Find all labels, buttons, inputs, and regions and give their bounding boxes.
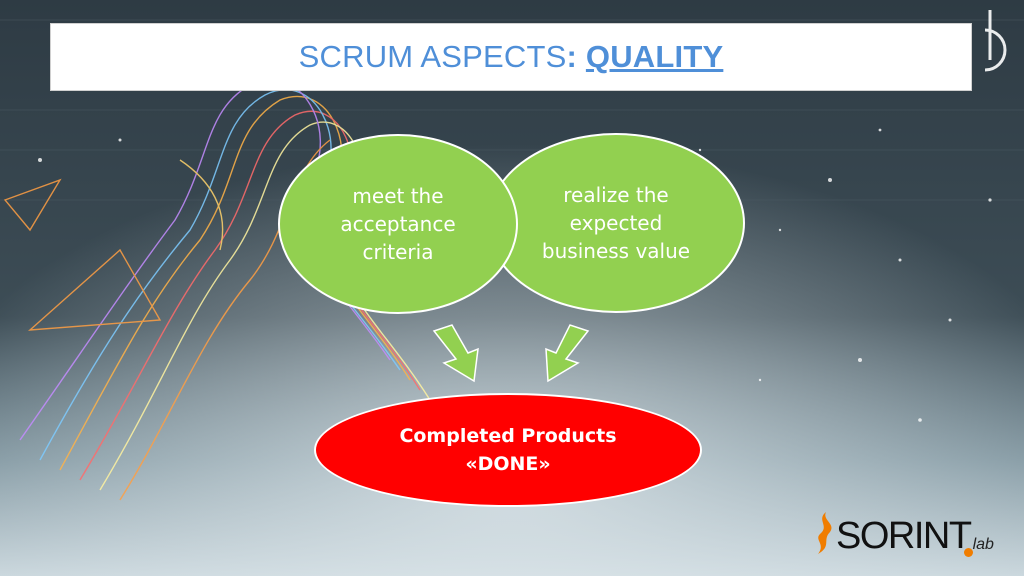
logo-suffix-text: lab bbox=[972, 536, 994, 553]
logo-dot-icon bbox=[963, 548, 973, 557]
arrow-acceptance-to-done bbox=[432, 324, 479, 383]
node-completed-products-label: Completed Products «DONE» bbox=[399, 425, 617, 475]
logo-wordmark: SORINT bbox=[836, 515, 972, 557]
sorint-flame-icon bbox=[818, 512, 832, 554]
title-prefix: SCRUM ASPECTS bbox=[298, 39, 567, 74]
logo-suffix: lab bbox=[963, 536, 994, 557]
title-bar: SCRUM ASPECTS: QUALITY bbox=[50, 23, 972, 91]
page-title: SCRUM ASPECTS: QUALITY bbox=[299, 39, 724, 75]
title-colon: : bbox=[566, 39, 578, 74]
sorint-lab-logo: SORINT lab bbox=[812, 510, 994, 557]
node-acceptance-criteria: meet the acceptance criteria bbox=[278, 134, 518, 314]
node-completed-products: Completed Products «DONE» bbox=[314, 393, 702, 507]
arrow-value-to-done bbox=[545, 324, 590, 383]
node-acceptance-criteria-label: meet the acceptance criteria bbox=[340, 184, 456, 264]
title-highlight: QUALITY bbox=[585, 39, 724, 74]
node-business-value: realize the expected business value bbox=[487, 133, 745, 313]
node-business-value-label: realize the expected business value bbox=[541, 183, 691, 263]
